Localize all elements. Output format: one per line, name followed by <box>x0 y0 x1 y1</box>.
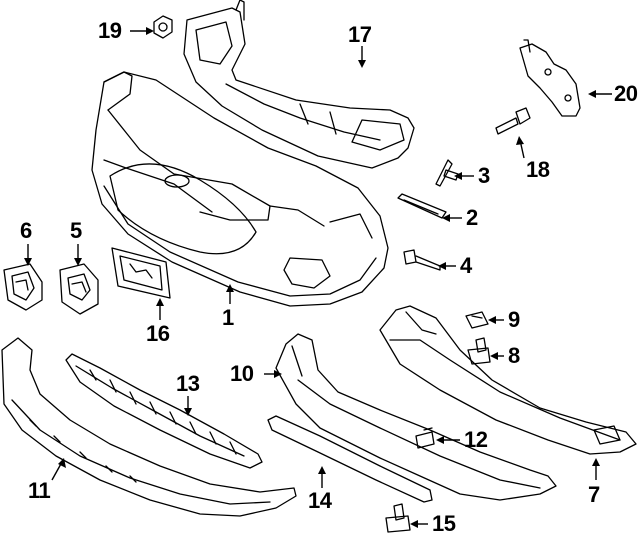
callout-2: 2 <box>466 205 478 230</box>
part-16-plate-bracket <box>111 247 171 299</box>
part-17-reinforcement <box>183 0 415 169</box>
leader-lines <box>24 27 612 528</box>
callout-3: 3 <box>478 163 490 188</box>
callout-16: 16 <box>146 321 170 346</box>
part-4-clip <box>403 249 441 271</box>
part-19-nut <box>153 15 173 39</box>
callout-9: 9 <box>508 307 520 332</box>
part-7-deflector <box>379 305 637 455</box>
callout-11: 11 <box>28 478 51 503</box>
callout-5: 5 <box>70 218 82 243</box>
callout-1: 1 <box>222 305 234 330</box>
callout-8: 8 <box>508 343 520 368</box>
part-14-molding <box>267 415 433 503</box>
part-20-bracket <box>519 39 581 117</box>
part-6-fog-bezel <box>3 263 43 311</box>
callout-7: 7 <box>588 482 600 507</box>
part-15-bolt <box>385 503 411 533</box>
part-10-lower-panel <box>275 333 557 501</box>
callout-4: 4 <box>460 253 472 278</box>
callout-13: 13 <box>176 371 200 396</box>
callout-19: 19 <box>98 18 122 43</box>
callout-12: 12 <box>464 427 488 452</box>
callout-15: 15 <box>432 511 456 536</box>
part-13-grille <box>65 353 263 469</box>
part-18-bolt <box>495 107 531 135</box>
callout-10: 10 <box>230 361 254 386</box>
callout-20: 20 <box>614 81 638 106</box>
callout-14: 14 <box>308 488 332 513</box>
part-3-push-pin <box>435 159 459 187</box>
callout-6: 6 <box>20 218 32 243</box>
part-1-bumper-cover <box>91 71 389 307</box>
part-12-screw <box>415 427 435 449</box>
callout-17: 17 <box>348 22 372 47</box>
part-11-valance <box>1 337 297 517</box>
part-5-fog-bezel <box>59 263 99 315</box>
part-9-clip-nut <box>465 311 489 329</box>
callout-18: 18 <box>526 157 550 182</box>
part-2-trim-strip <box>397 193 447 219</box>
